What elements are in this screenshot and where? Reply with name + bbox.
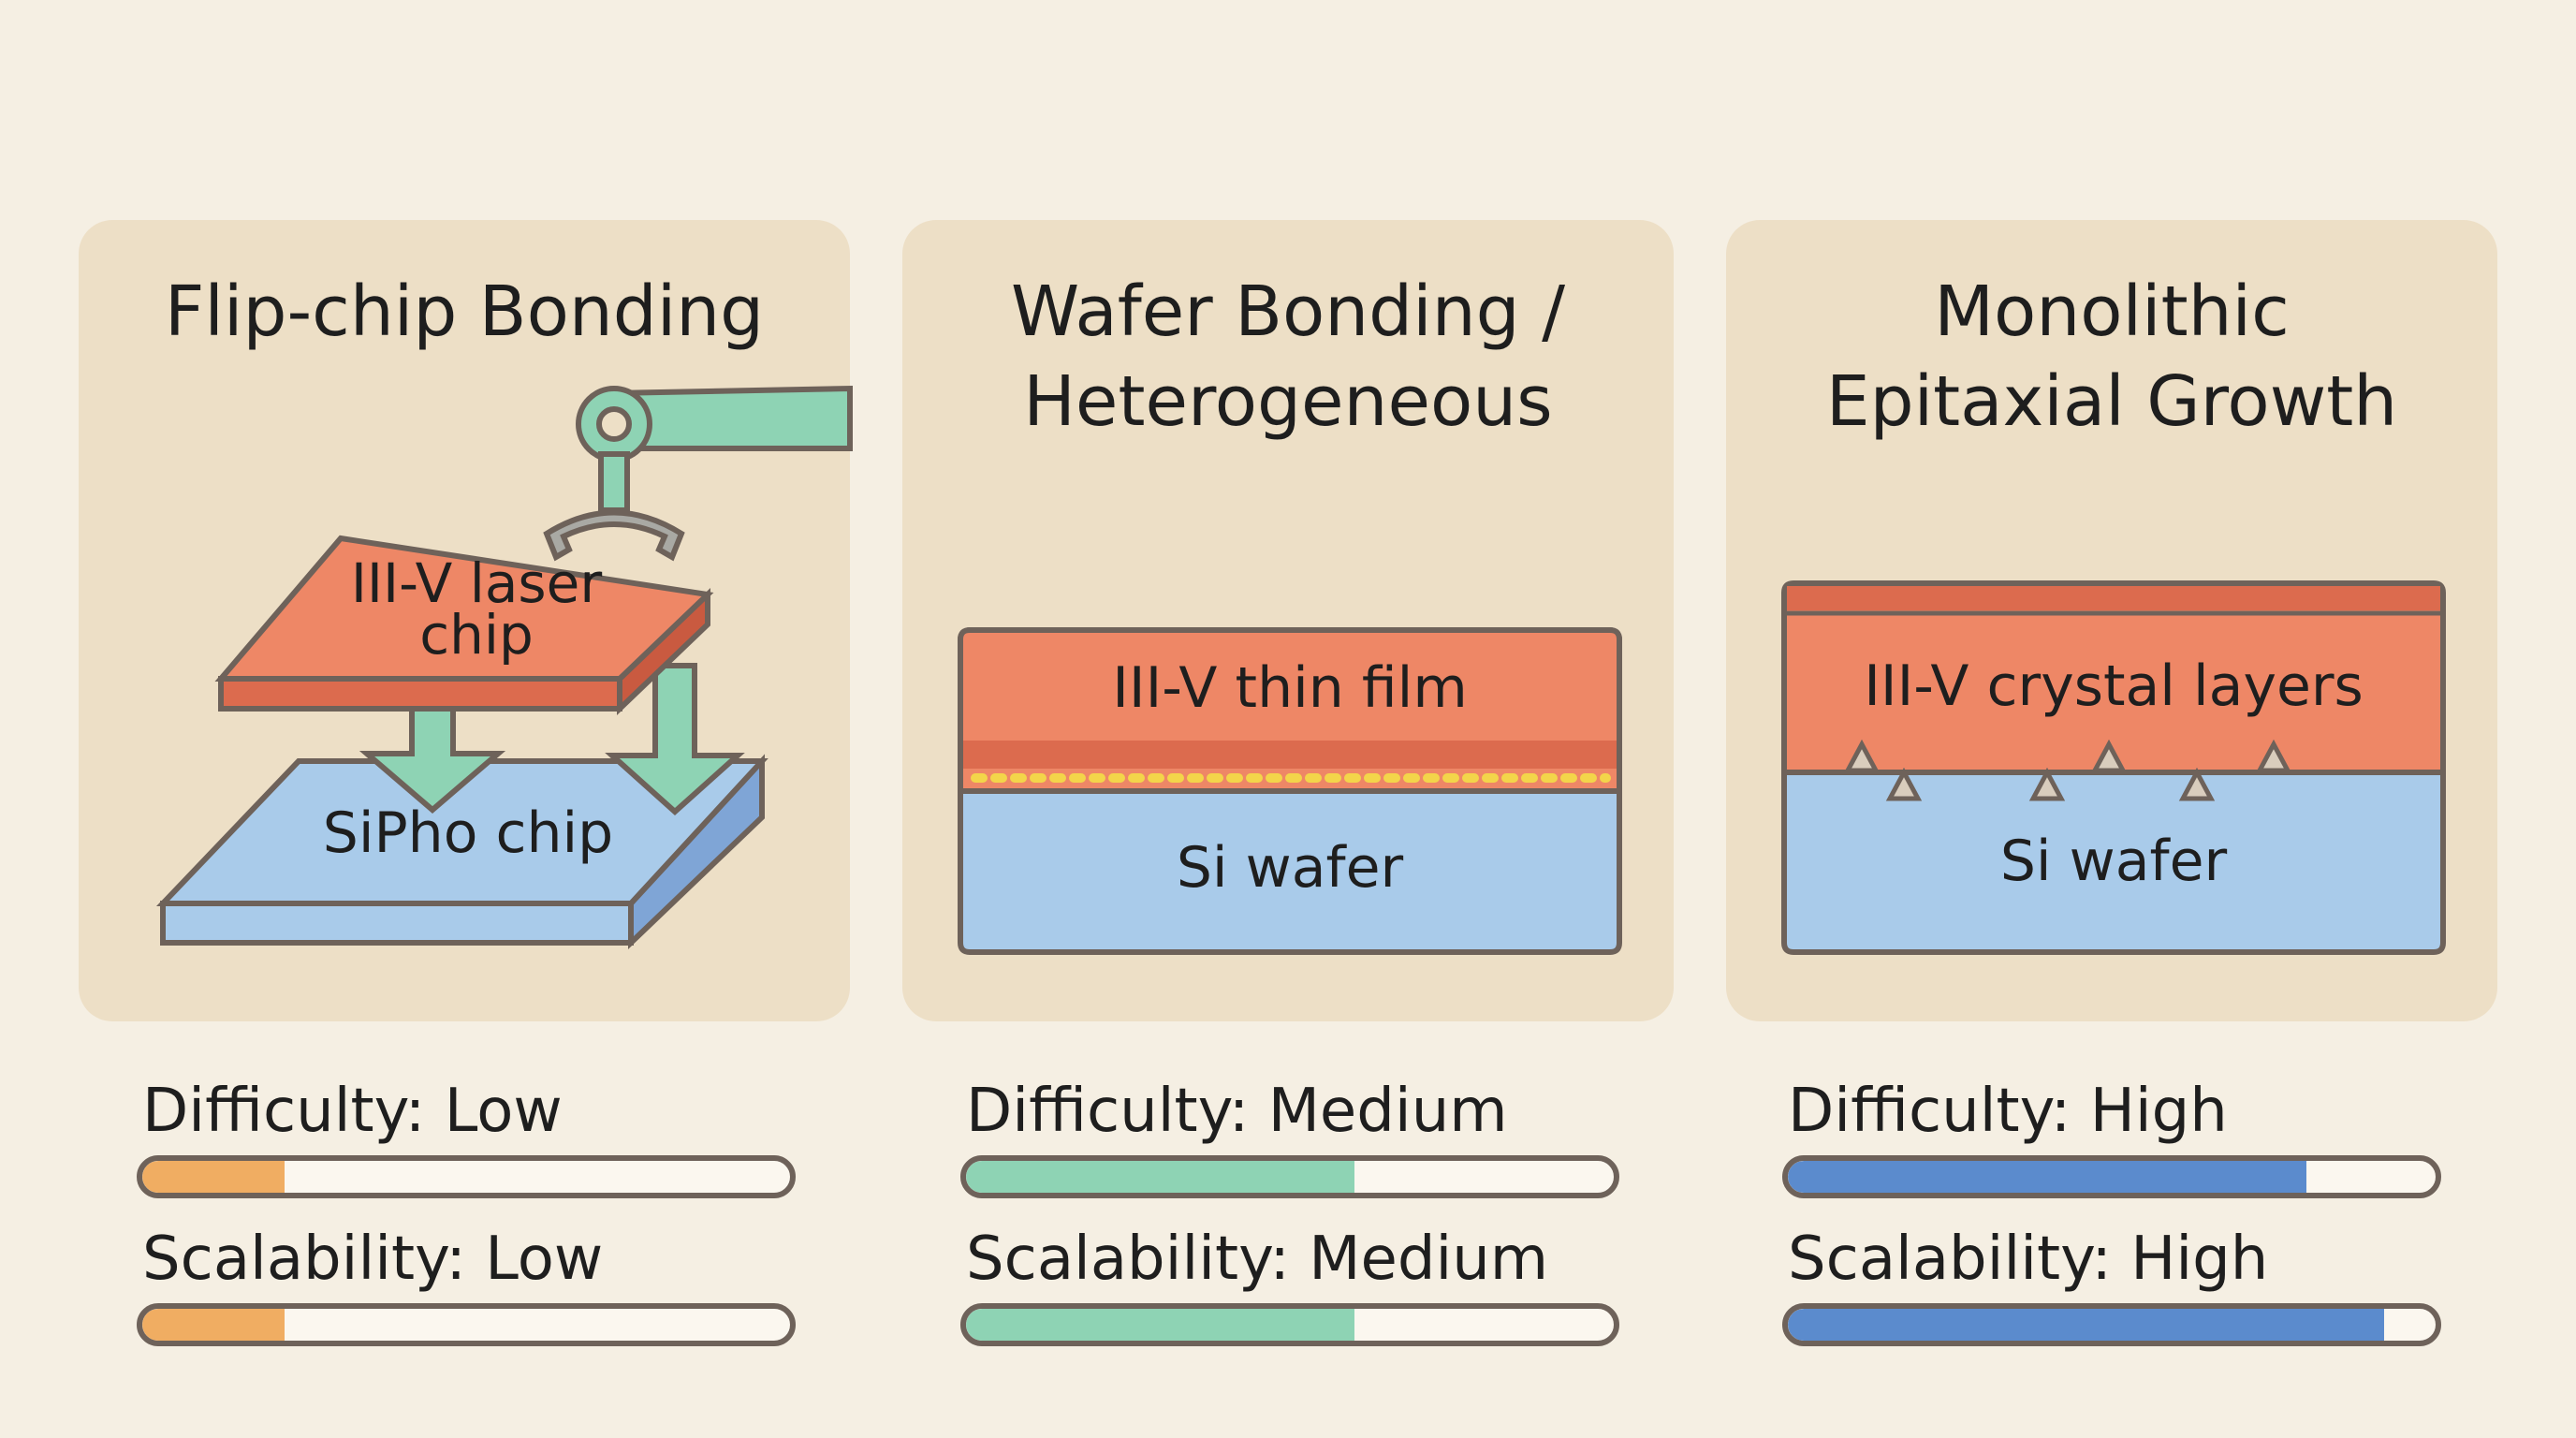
si-wafer-body <box>1781 770 2446 955</box>
gripper-icon <box>543 509 685 562</box>
difficulty-label: Difficulty: Low <box>142 1077 563 1146</box>
difficulty-bar <box>960 1155 1619 1198</box>
scalability-label: Scalability: Low <box>142 1225 604 1294</box>
panel-title-line: Heterogeneous <box>1023 361 1553 442</box>
panel-title: Monolithic Epitaxial Growth <box>1726 267 2497 447</box>
panel-title: Flip-chip Bonding <box>79 267 850 357</box>
si-wafer-label: Si wafer <box>1177 835 1404 901</box>
epitaxial-diagram: III-V crystal layers Si wafer <box>1781 580 2446 955</box>
laser-chip-label: chip <box>419 603 534 667</box>
laser-chip-top <box>214 535 714 682</box>
scalability-label: Scalability: High <box>1788 1225 2269 1294</box>
defect-markers <box>1843 739 2292 801</box>
scalability-bar-fill <box>142 1309 285 1341</box>
thin-film-lower <box>963 741 1617 769</box>
down-arrow-icon <box>605 663 745 816</box>
si-wafer-label: Si wafer <box>2000 829 2228 894</box>
flip-chip-diagram: III-V laser chip SiPho chip <box>155 385 853 950</box>
scalability-bar-fill <box>1788 1309 2384 1341</box>
robot-joint-hole <box>596 406 632 442</box>
difficulty-label: Difficulty: High <box>1788 1077 2228 1146</box>
panel-monolithic-epitaxial: Monolithic Epitaxial Growth III-V crysta… <box>1726 220 2497 1021</box>
scalability-label: Scalability: Medium <box>966 1225 1549 1294</box>
difficulty-label: Difficulty: Medium <box>966 1077 1508 1146</box>
sipho-chip-label: SiPho chip <box>323 800 614 866</box>
difficulty-bar-fill <box>142 1161 285 1193</box>
panel-title: Wafer Bonding / Heterogeneous <box>902 267 1674 447</box>
crystal-top-band <box>1787 586 2440 610</box>
robot-stem-icon <box>598 451 630 513</box>
difficulty-bar-fill <box>1788 1161 2306 1193</box>
sipho-chip-top <box>155 758 768 906</box>
difficulty-bar-fill <box>966 1161 1355 1193</box>
scalability-bar <box>137 1303 796 1346</box>
thin-film-label: III-V thin film <box>1112 655 1468 721</box>
laser-chip-side <box>218 676 622 712</box>
sipho-chip-side <box>160 901 634 946</box>
panel-wafer-bonding: Wafer Bonding / Heterogeneous III-V thin… <box>902 220 1674 1021</box>
scalability-bar <box>960 1303 1619 1346</box>
difficulty-bar <box>137 1155 796 1198</box>
si-wafer-body <box>958 788 1622 955</box>
panel-flip-chip: Flip-chip Bonding III-V laser chip SiPho… <box>79 220 853 1021</box>
difficulty-bar <box>1782 1155 2441 1198</box>
panel-title-line: Wafer Bonding / <box>1010 271 1566 352</box>
panel-title-line: Epitaxial Growth <box>1825 361 2398 442</box>
laser-chip-label: III-V laser <box>351 551 603 615</box>
scalability-bar <box>1782 1303 2441 1346</box>
crystal-layers-label: III-V crystal layers <box>1864 653 2364 719</box>
panel-title-line: Monolithic <box>1934 271 2290 352</box>
panel-title-line: Flip-chip Bonding <box>164 271 765 352</box>
scalability-bar-fill <box>966 1309 1355 1341</box>
wafer-bonding-diagram: III-V thin film Si wafer <box>958 627 1622 955</box>
